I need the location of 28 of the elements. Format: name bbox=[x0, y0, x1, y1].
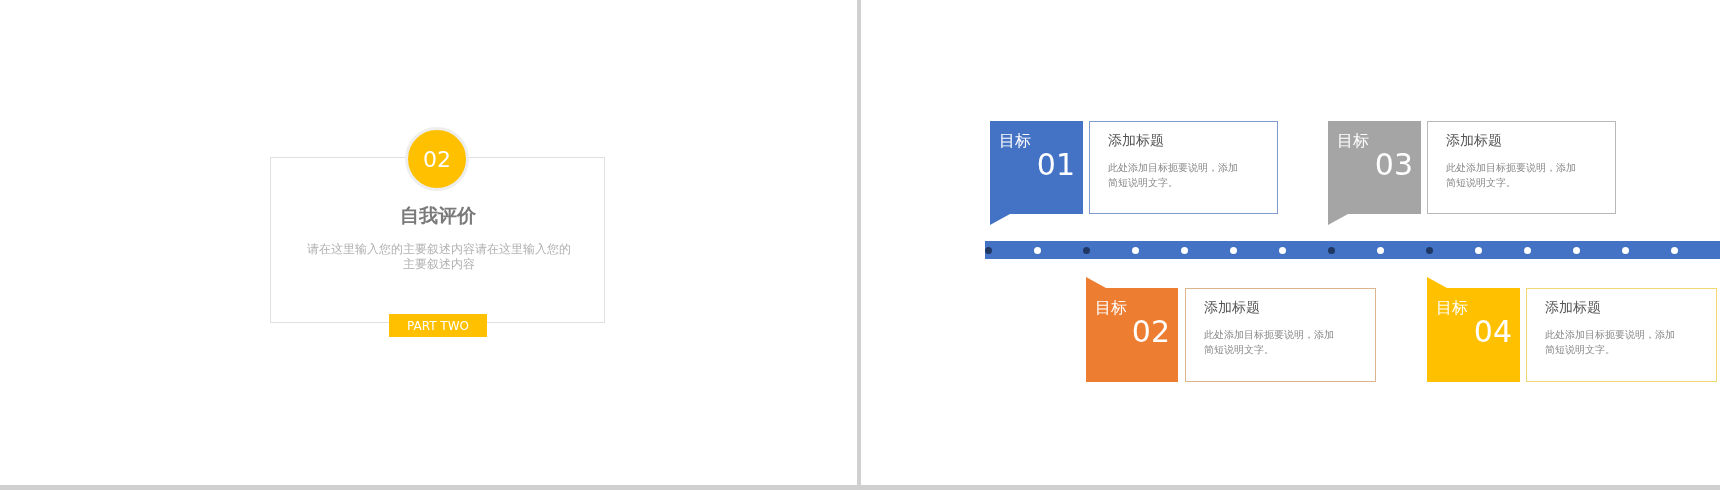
section-tag: PART TWO bbox=[389, 314, 487, 337]
body-text: 此处添加目标扼要说明，添加简短说明文字。 bbox=[1446, 161, 1577, 190]
body-text: 此处添加目标扼要说明，添加简短说明文字。 bbox=[1108, 161, 1239, 190]
goal-label: 目标 bbox=[1436, 298, 1468, 319]
goal-tag bbox=[990, 121, 1083, 225]
box-title: 添加标题 bbox=[1446, 132, 1502, 150]
body-text: 此处添加目标扼要说明，添加简短说明文字。 bbox=[1204, 328, 1335, 357]
goal-number: 01 bbox=[1036, 147, 1075, 182]
goal-number: 03 bbox=[1374, 147, 1413, 182]
box-title: 添加标题 bbox=[1204, 299, 1260, 317]
description-box bbox=[1089, 121, 1278, 214]
description-box bbox=[1427, 121, 1616, 214]
goal-label: 目标 bbox=[1095, 298, 1127, 319]
description-box bbox=[1185, 288, 1376, 382]
box-title: 添加标题 bbox=[1108, 132, 1164, 150]
goal-label: 目标 bbox=[999, 131, 1031, 152]
goal-label: 目标 bbox=[1337, 131, 1369, 152]
body-text: 此处添加目标扼要说明，添加简短说明文字。 bbox=[1545, 328, 1676, 357]
body-text: 请在这里输入您的主要叙述内容请在这里输入您的主要叙述内容 bbox=[305, 242, 572, 272]
goal-number: 02 bbox=[1131, 314, 1170, 349]
box-title: 添加标题 bbox=[1545, 299, 1601, 317]
goal-number: 04 bbox=[1473, 314, 1512, 349]
goal-tag bbox=[1328, 121, 1421, 225]
goal-tag bbox=[1427, 277, 1520, 382]
description-box bbox=[1526, 288, 1717, 382]
section-title: 自我评价 bbox=[398, 203, 477, 228]
number-circle: 02 bbox=[405, 127, 469, 191]
goal-tag bbox=[1086, 277, 1178, 382]
